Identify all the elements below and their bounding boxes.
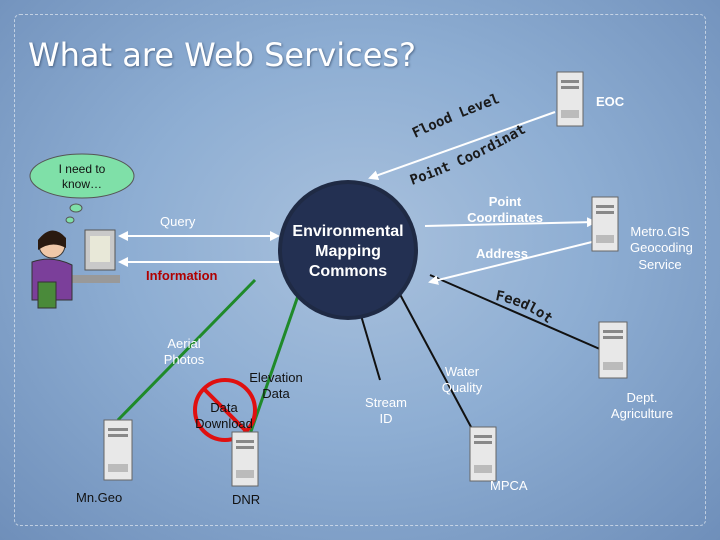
server-agriculture-icon [597,320,629,385]
eoc-label: EOC [596,94,625,109]
elevation-data-label: Elevation Data [249,370,303,402]
server-eoc-icon [555,70,585,133]
point-coordinates-label: Point Coordinates [467,194,543,226]
mpca-label: MPCA [490,478,528,493]
data-download-label: Data Download [195,400,253,432]
thought-bubble-text: I need to know… [58,162,106,191]
address-label: Address [476,246,529,261]
thought-dot-2 [65,216,75,224]
dept-agriculture-label: Dept. Agriculture [610,390,674,422]
person-icon [31,229,120,309]
prohibit-icon [193,378,257,442]
line-dnr [246,289,302,441]
server-metrogis-icon [590,195,620,258]
server-dnr-icon [230,430,260,493]
flood-level-label: Flood Level [410,91,502,142]
mngeo-label: Mn.Geo [76,490,123,505]
thought-bubble [29,153,135,199]
information-label: Information [146,268,218,283]
point-coords-arrow [424,217,597,228]
server-mngeo-icon [102,418,134,487]
slide-frame [14,14,706,526]
center-label: Environmental Mapping Commons [292,223,404,280]
center-hub-inner [282,184,414,316]
aerial-photos-label: Aerial Photos [163,336,205,368]
thought-dot-1 [69,203,83,213]
line-mngeo [116,278,257,422]
address-arrow [428,239,601,285]
line-mpca [394,284,479,441]
water-quality-label: Water Quality [441,364,483,396]
server-mpca-icon [468,425,498,488]
eoc-arrow [368,111,556,181]
metrogis-label: Metro.GIS Geocoding Service [630,224,693,272]
slide-title: What are Web Services? [28,36,417,74]
query-label: Query [160,214,196,229]
line-agri [429,274,626,361]
dnr-label: DNR [232,492,261,507]
stream-id-label: Stream ID [365,395,407,427]
